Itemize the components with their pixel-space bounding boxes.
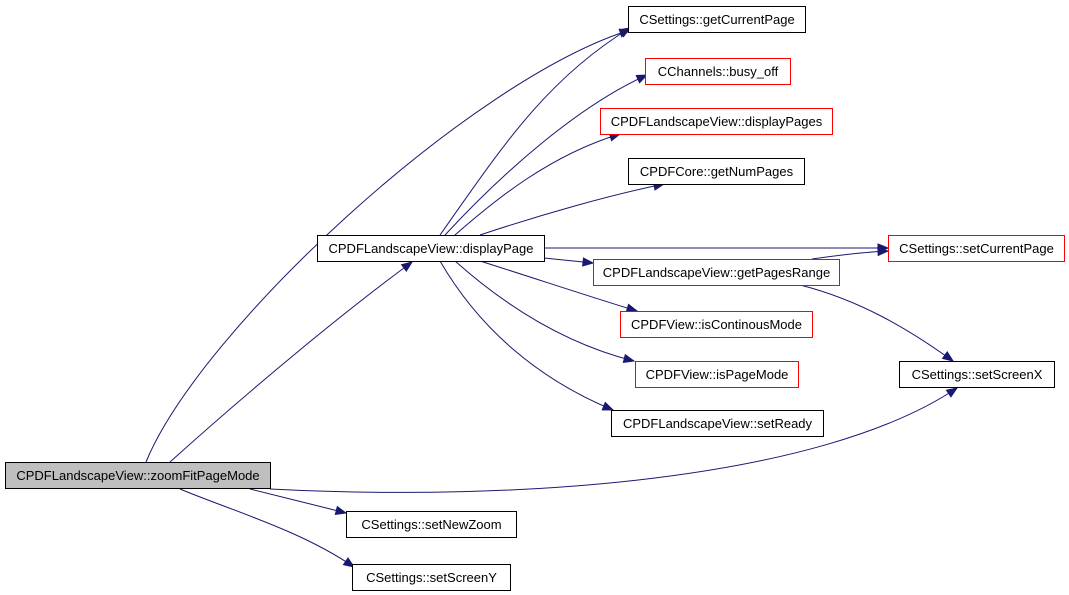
node-displayPage[interactable]: CPDFLandscapeView::displayPage <box>317 235 545 262</box>
node-setCurrentPage[interactable]: CSettings::setCurrentPage <box>888 235 1065 262</box>
node-displayPages[interactable]: CPDFLandscapeView::displayPages <box>600 108 833 135</box>
edge-displayPage-to-setCurrentPage <box>544 243 890 253</box>
edge-line <box>479 260 638 312</box>
edge-arrowhead <box>342 557 356 568</box>
node-setScreenY[interactable]: CSettings::setScreenY <box>352 564 511 591</box>
node-box[interactable] <box>600 108 833 135</box>
edge-line <box>439 27 631 236</box>
edge-getPagesRange-to-setCurrentPage <box>811 246 890 260</box>
node-box[interactable] <box>317 235 545 262</box>
node-isContinousMode[interactable]: CPDFView::isContinousMode <box>620 311 813 338</box>
node-box[interactable] <box>352 564 511 591</box>
node-box[interactable] <box>645 58 791 85</box>
edge-zoomFitPageMode-to-displayPage <box>169 261 414 463</box>
node-label: CPDFLandscapeView::zoomFitPageMode <box>16 468 259 483</box>
edge-line <box>439 260 614 411</box>
node-box[interactable] <box>346 511 517 538</box>
edge-line <box>454 133 621 236</box>
node-getCurrentPage[interactable]: CSettings::getCurrentPage <box>628 6 806 33</box>
node-label: CPDFLandscapeView::getPagesRange <box>603 265 830 280</box>
edge-line <box>269 387 958 493</box>
node-label: CPDFLandscapeView::displayPage <box>329 241 534 256</box>
edge-displayPage-to-setReady <box>439 260 615 411</box>
edge-arrowhead <box>582 257 595 267</box>
node-label: CPDFView::isContinousMode <box>631 317 802 332</box>
edges-layer <box>145 27 959 568</box>
node-box[interactable] <box>888 235 1065 262</box>
edge-getPagesRange-to-setScreenX <box>799 284 955 362</box>
edge-displayPage-to-getNumPages <box>479 181 666 236</box>
node-box[interactable] <box>5 462 271 489</box>
edge-displayPage-to-getPagesRange <box>543 257 595 267</box>
edge-line <box>179 488 355 568</box>
node-isPageMode[interactable]: CPDFView::isPageMode <box>635 361 799 388</box>
node-zoomFitPageMode[interactable]: CPDFLandscapeView::zoomFitPageMode <box>5 462 271 489</box>
node-label: CPDFCore::getNumPages <box>640 164 794 179</box>
edge-arrowhead <box>945 387 959 398</box>
node-setReady[interactable]: CPDFLandscapeView::setReady <box>611 410 824 437</box>
edge-line <box>145 29 631 463</box>
edge-displayPage-to-displayPages <box>454 132 622 236</box>
edge-line <box>799 284 954 362</box>
node-box[interactable] <box>593 259 840 286</box>
edge-arrowhead <box>635 74 649 84</box>
edge-arrowhead <box>622 353 636 364</box>
edge-zoomFitPageMode-to-setScreenX <box>269 387 959 493</box>
node-box[interactable] <box>611 410 824 437</box>
node-label: CChannels::busy_off <box>658 64 779 79</box>
node-label: CSettings::setCurrentPage <box>899 241 1054 256</box>
edge-arrowhead <box>400 261 414 273</box>
node-box[interactable] <box>620 311 813 338</box>
edge-arrowhead <box>877 246 890 257</box>
node-box[interactable] <box>635 361 799 388</box>
node-label: CSettings::setScreenY <box>366 570 497 585</box>
edge-arrowhead <box>618 27 632 38</box>
edge-arrowhead <box>941 351 955 362</box>
node-label: CSettings::setScreenX <box>912 367 1043 382</box>
edge-line <box>454 260 635 362</box>
edge-arrowhead <box>601 401 615 411</box>
edge-displayPage-to-busy_off <box>444 74 649 236</box>
edge-line <box>479 183 665 236</box>
edge-zoomFitPageMode-to-setScreenY <box>179 488 356 568</box>
edge-arrowhead <box>625 303 639 313</box>
edge-arrowhead <box>334 505 348 515</box>
node-label: CPDFLandscapeView::displayPages <box>611 114 823 129</box>
node-box[interactable] <box>899 361 1055 388</box>
edge-line <box>811 250 889 260</box>
node-label: CSettings::setNewZoom <box>361 517 501 532</box>
edge-line <box>249 488 347 514</box>
node-busy_off[interactable]: CChannels::busy_off <box>645 58 791 85</box>
node-box[interactable] <box>628 158 805 185</box>
edge-displayPage-to-getCurrentPage <box>439 27 632 236</box>
node-label: CPDFView::isPageMode <box>646 367 789 382</box>
node-label: CPDFLandscapeView::setReady <box>623 416 813 431</box>
nodes-layer: CPDFLandscapeView::zoomFitPageModeCSetti… <box>5 6 1065 591</box>
node-box[interactable] <box>628 6 806 33</box>
edge-line <box>444 74 648 236</box>
node-setNewZoom[interactable]: CSettings::setNewZoom <box>346 511 517 538</box>
node-getPagesRange[interactable]: CPDFLandscapeView::getPagesRange <box>593 259 840 286</box>
edge-displayPage-to-isPageMode <box>454 260 636 364</box>
edge-line <box>169 261 413 463</box>
node-setScreenX[interactable]: CSettings::setScreenX <box>899 361 1055 388</box>
node-getNumPages[interactable]: CPDFCore::getNumPages <box>628 158 805 185</box>
node-label: CSettings::getCurrentPage <box>639 12 794 27</box>
edge-zoomFitPageMode-to-setNewZoom <box>249 488 348 515</box>
